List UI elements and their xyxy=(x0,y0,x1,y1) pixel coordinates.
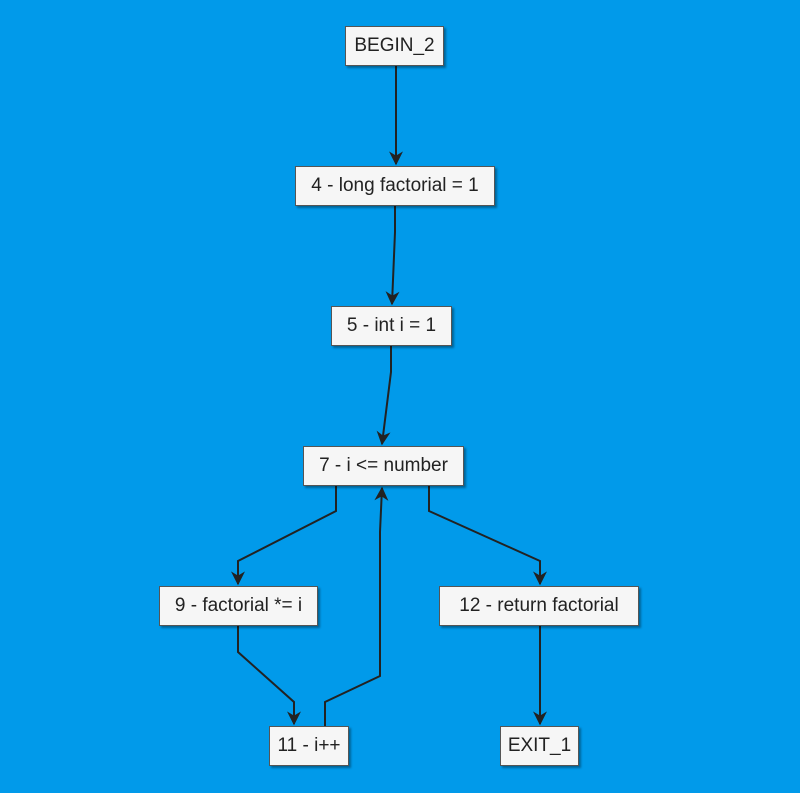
node-exit: EXIT_1 xyxy=(500,726,579,766)
node-begin: BEGIN_2 xyxy=(345,26,444,66)
edge-condition-to-multiply xyxy=(231,486,337,586)
edge-condition-to-return xyxy=(428,486,547,586)
node-loop-condition: 7 - i <= number xyxy=(303,446,464,486)
edge-factorial-init-to-i-init xyxy=(385,206,400,306)
edge-multiply-to-increment xyxy=(237,626,301,726)
edge-increment-to-condition xyxy=(324,486,389,726)
node-i-init: 5 - int i = 1 xyxy=(331,306,452,346)
node-multiply: 9 - factorial *= i xyxy=(159,586,318,626)
edge-i-init-to-condition xyxy=(376,346,392,446)
node-increment: 11 - i++ xyxy=(269,726,349,766)
node-factorial-init: 4 - long factorial = 1 xyxy=(295,166,495,206)
node-return: 12 - return factorial xyxy=(439,586,639,626)
